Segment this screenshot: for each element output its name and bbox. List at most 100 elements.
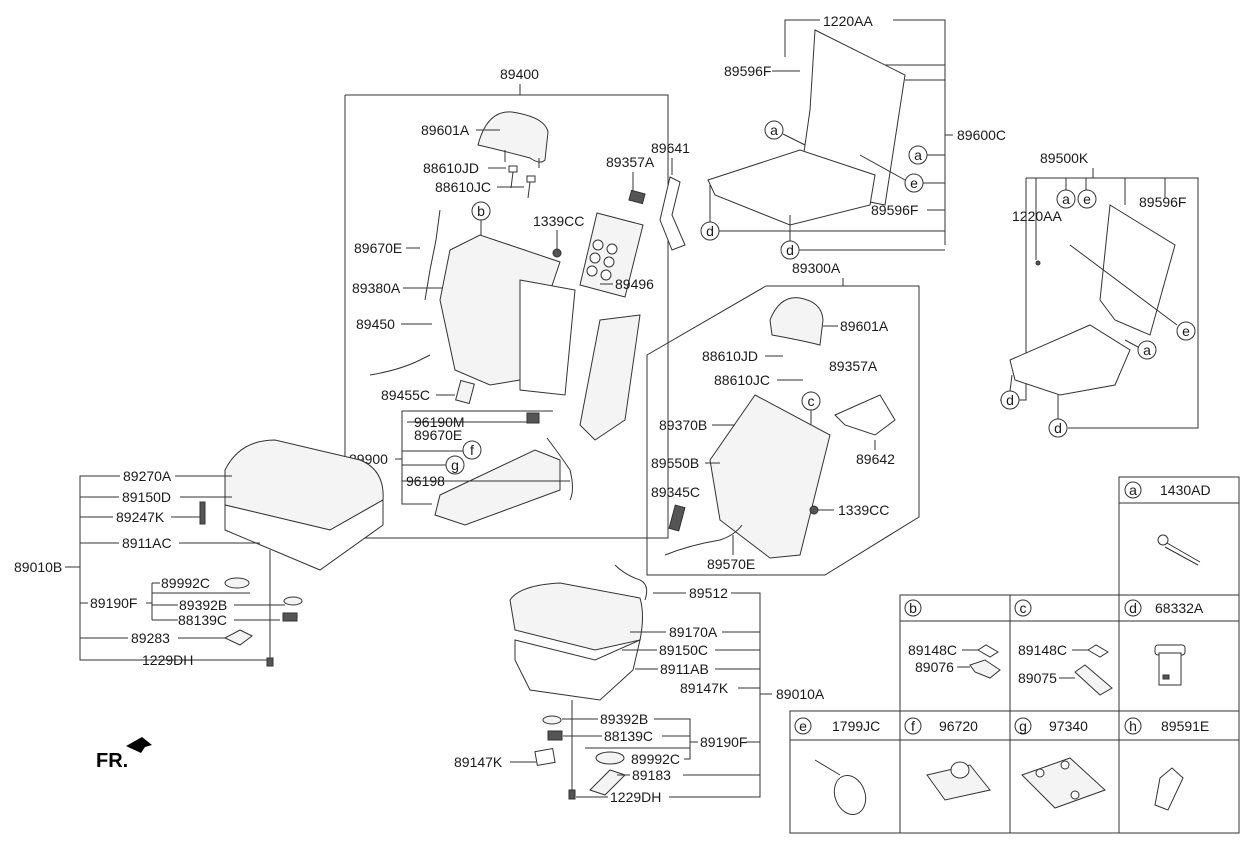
label-89570E[interactable]: 89570E [707, 556, 755, 572]
armrest-shape [434, 449, 561, 526]
legend-part-c-1[interactable]: 89148C [1018, 642, 1067, 658]
legend-part-b-2[interactable]: 89076 [915, 659, 954, 675]
svg-text:g: g [1019, 718, 1027, 734]
part-89992C-right [595, 751, 625, 765]
label-88610JD-right[interactable]: 88610JD [702, 348, 758, 364]
label-89392B-right[interactable]: 89392B [600, 711, 648, 727]
callout-a-frame[interactable] [764, 120, 784, 140]
label-89992C-left[interactable]: 89992C [161, 575, 210, 591]
wire-89570E [664, 524, 743, 556]
label-89147K-right[interactable]: 89147K [680, 680, 729, 696]
label-89450[interactable]: 89450 [356, 316, 395, 332]
label-89455C[interactable]: 89455C [381, 387, 430, 403]
label-89147K-extra[interactable]: 89147K [454, 754, 503, 770]
label-89600C[interactable]: 89600C [957, 127, 1006, 143]
legend-part-c-2[interactable]: 89075 [1018, 670, 1057, 686]
cover-89455C [455, 379, 475, 405]
label-8911AC[interactable]: 8911AC [122, 535, 172, 551]
label-89380A[interactable]: 89380A [352, 280, 401, 296]
label-89357A[interactable]: 89357A [606, 154, 655, 170]
label-89670E[interactable]: 89670E [354, 240, 402, 256]
legend-part-d[interactable]: 68332A [1155, 600, 1204, 616]
legend-part-g[interactable]: 97340 [1049, 718, 1088, 734]
label-89601A-right[interactable]: 89601A [840, 318, 889, 334]
label-8911AB[interactable]: 8911AB [660, 661, 709, 677]
label-89596F-mid[interactable]: 89596F [871, 202, 918, 218]
svg-text:h: h [1129, 718, 1137, 734]
group-89010A: 89010A 89512 89170A 89150C 8911AB 89147K… [454, 564, 825, 805]
label-89601A[interactable]: 89601A [421, 122, 470, 138]
label-88610JD[interactable]: 88610JD [423, 160, 479, 176]
label-1220AA-right[interactable]: 1220AA [1012, 208, 1062, 224]
label-89596F-right[interactable]: 89596F [1139, 194, 1186, 210]
callout-f[interactable] [462, 440, 482, 460]
label-1229DH-right[interactable]: 1229DH [610, 789, 661, 805]
legend-key-d [1124, 599, 1142, 617]
cushion-left-base-shape [224, 499, 384, 571]
label-88139C-right[interactable]: 88139C [604, 728, 653, 744]
label-89357A-right[interactable]: 89357A [829, 358, 878, 374]
legend-part-b-1[interactable]: 89148C [908, 642, 957, 658]
cable-tie-icon [814, 759, 867, 815]
legend-part-e[interactable]: 1799JC [832, 718, 880, 734]
label-89392B-left[interactable]: 89392B [179, 597, 227, 613]
svg-text:b: b [909, 600, 917, 616]
holder-96190M [526, 412, 540, 424]
label-89283[interactable]: 89283 [131, 630, 170, 646]
legend-part-a[interactable]: 1430AD [1160, 482, 1211, 498]
seatback-frame-shape [519, 279, 576, 396]
legend-table: a 1430AD b c d 68332A 89148C 89076 89148… [789, 476, 1240, 834]
callout-a-89500K-text: a [1062, 191, 1070, 207]
armrest-wire [546, 437, 573, 501]
cushion-left-shape [224, 439, 384, 531]
label-89150D[interactable]: 89150D [122, 489, 171, 505]
label-89596F-top[interactable]: 89596F [724, 63, 771, 79]
label-1339CC-right[interactable]: 1339CC [838, 502, 889, 518]
label-89170A[interactable]: 89170A [669, 624, 718, 640]
label-89550B[interactable]: 89550B [651, 455, 699, 471]
label-1220AA-top[interactable]: 1220AA [823, 13, 873, 29]
label-89992C-right[interactable]: 89992C [631, 751, 680, 767]
label-89270A[interactable]: 89270A [123, 468, 172, 484]
label-89183[interactable]: 89183 [632, 767, 671, 783]
callout-e-89500K-2[interactable] [1176, 321, 1196, 341]
label-89247K[interactable]: 89247K [116, 509, 165, 525]
label-89512[interactable]: 89512 [689, 585, 728, 601]
label-89641[interactable]: 89641 [651, 140, 690, 156]
legend-part-f[interactable]: 96720 [939, 718, 978, 734]
label-89670E-armrest[interactable]: 89670E [414, 427, 462, 443]
label-89642[interactable]: 89642 [856, 451, 895, 467]
label-96190M[interactable]: 96190M [414, 414, 465, 430]
label-89150C[interactable]: 89150C [659, 642, 708, 658]
label-89370B[interactable]: 89370B [659, 417, 707, 433]
label-88610JC[interactable]: 88610JC [435, 179, 491, 195]
cover-icon-c [1074, 664, 1113, 696]
callout-a-frame-text: a [770, 122, 778, 138]
label-89010B[interactable]: 89010B [14, 559, 62, 575]
callout-e-89500K-2-text: e [1182, 323, 1190, 339]
cover-89345C [668, 504, 686, 532]
label-89345C[interactable]: 89345C [651, 484, 700, 500]
label-96198[interactable]: 96198 [406, 473, 445, 489]
headrest-right-shape [769, 297, 824, 346]
label-89010A[interactable]: 89010A [776, 686, 825, 702]
label-89400[interactable]: 89400 [500, 66, 539, 82]
legend-part-h[interactable]: 89591E [1161, 718, 1209, 734]
label-89190F-right[interactable]: 89190F [700, 734, 747, 750]
legend-key-a [1124, 481, 1142, 499]
guide-jc-shape [526, 175, 536, 183]
label-89500K[interactable]: 89500K [1040, 150, 1089, 166]
label-89300A[interactable]: 89300A [792, 260, 841, 276]
label-1229DH-left[interactable]: 1229DH [142, 652, 193, 668]
label-88139C-left[interactable]: 88139C [178, 612, 227, 628]
label-89190F-left[interactable]: 89190F [90, 595, 137, 611]
label-89496[interactable]: 89496 [615, 276, 654, 292]
bracket-89900 [395, 410, 570, 505]
label-1339CC[interactable]: 1339CC [533, 213, 584, 229]
label-88610JC-right[interactable]: 88610JC [714, 372, 770, 388]
callout-e-89500K[interactable] [1077, 189, 1097, 209]
callout-g[interactable] [445, 455, 465, 475]
callout-a-89500K-2[interactable] [1137, 340, 1157, 360]
front-label: FR. [96, 750, 128, 772]
callout-a-89500K[interactable] [1056, 189, 1076, 209]
